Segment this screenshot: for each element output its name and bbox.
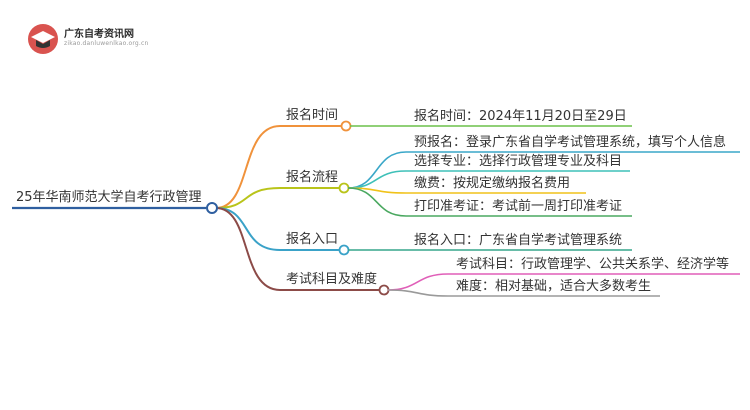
leaf-connector xyxy=(387,289,449,297)
leaf-pre-registration: 预报名：登录广东省自学考试管理系统，填写个人信息 xyxy=(414,135,727,150)
brand-url: zikao.danluwenlkao.org.cn xyxy=(64,40,149,47)
brand-name: 广东自考资讯网 xyxy=(64,29,134,40)
leaf-connector xyxy=(387,273,449,291)
leaf-registration-time: 报名时间：2024年11月20日至29日 xyxy=(414,109,627,124)
leaf-choose-major: 选择专业：选择行政管理专业及科目 xyxy=(414,154,623,169)
leaf-connector xyxy=(347,170,407,189)
branch-node-dot xyxy=(340,120,352,132)
site-logo: 广东自考资讯网 zikao.danluwenlkao.org.cn xyxy=(26,22,186,56)
graduation-cap-icon xyxy=(28,24,58,54)
leaf-difficulty: 难度：相对基础，适合大多数考生 xyxy=(456,279,652,294)
branch-node-dot xyxy=(338,182,350,194)
branch-registration-time: 报名时间 xyxy=(286,108,339,123)
branch-connector xyxy=(215,207,281,251)
branch-node-dot xyxy=(378,284,390,296)
branch-subjects-difficulty: 考试科目及难度 xyxy=(286,272,378,287)
leaf-registration-entry: 报名入口：广东省自学考试管理系统 xyxy=(414,233,623,248)
leaf-exam-subjects: 考试科目：行政管理学、公共关系学、经济学等 xyxy=(456,257,730,272)
root-node: 25年华南师范大学自考行政管理 xyxy=(16,190,202,205)
leaf-payment: 缴费：按规定缴纳报名费用 xyxy=(414,176,571,191)
branch-connector xyxy=(215,207,281,291)
leaf-connector xyxy=(347,151,407,189)
branch-node-dot xyxy=(338,244,350,256)
leaf-print-admission-ticket: 打印准考证：考试前一周打印准考证 xyxy=(414,199,623,214)
root-node-dot xyxy=(206,202,218,214)
branch-registration-entry: 报名入口 xyxy=(286,232,339,247)
branch-connector xyxy=(215,125,281,209)
leaf-connector xyxy=(347,187,407,217)
branch-registration-process: 报名流程 xyxy=(286,170,339,185)
branch-connector xyxy=(215,187,281,209)
